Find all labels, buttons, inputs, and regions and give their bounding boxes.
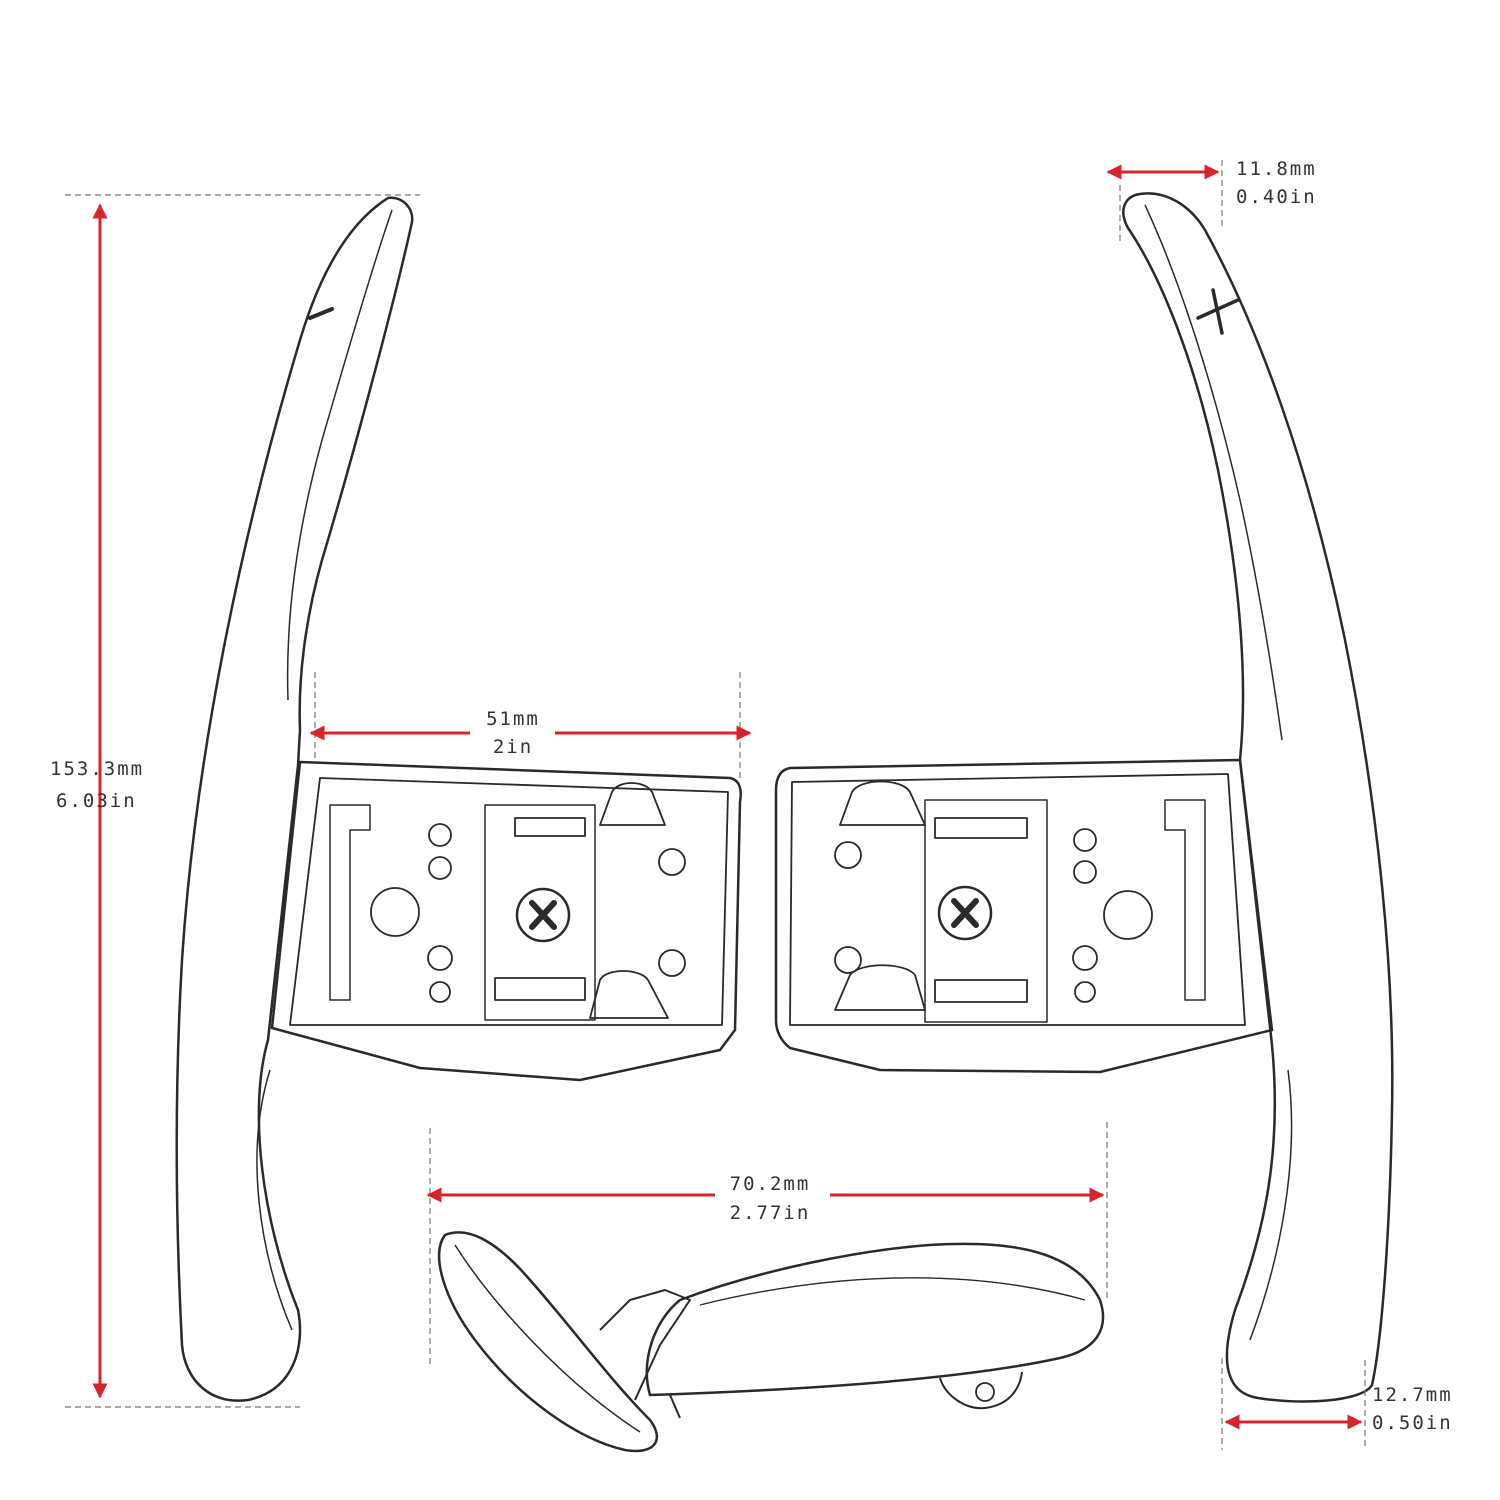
guide-lines <box>65 160 1366 1450</box>
right-mount-boss <box>1103 890 1153 940</box>
left-paddle-outline <box>175 196 414 1402</box>
left-mount-hole-2 <box>428 856 452 880</box>
dimension-arrows <box>92 164 1363 1430</box>
mount-width-label-in: 2in <box>492 736 534 758</box>
right-mount-hole-6 <box>1074 981 1096 1003</box>
right-mount-inner <box>789 773 1246 1026</box>
left-paddle <box>175 196 742 1402</box>
side-view-tab <box>939 1371 1023 1410</box>
side-view-paddle <box>437 1231 1105 1453</box>
right-mount-slot-bottom <box>934 979 1028 1003</box>
left-mount-inner <box>289 777 729 1026</box>
right-screw <box>937 885 993 941</box>
height-label-mm: 153.3mm <box>50 758 145 780</box>
right-paddle-ridge <box>1144 204 1283 741</box>
plus-mark <box>1196 288 1240 335</box>
right-mount-body <box>774 758 1274 1074</box>
left-mount-hole-6 <box>658 949 686 977</box>
side-view-tab-hole <box>975 1382 995 1402</box>
mount-width-label-mm: 51mm <box>486 708 540 730</box>
left-screw <box>515 887 571 943</box>
right-mount-bracket <box>1164 799 1206 1001</box>
right-paddle-outline <box>1122 192 1394 1403</box>
left-mount-slot-bottom <box>494 977 586 1001</box>
right-paddle-inner-edge <box>1249 1069 1293 1341</box>
right-mount-slot-top <box>934 817 1028 839</box>
tip-width-label-mm: 11.8mm <box>1236 158 1317 180</box>
right-mount-hole-1 <box>834 841 862 869</box>
right-mount-clip-top <box>839 780 926 826</box>
right-mount-hole-4 <box>1073 860 1097 884</box>
right-paddle <box>774 192 1394 1403</box>
left-paddle-ridge <box>286 209 393 701</box>
left-mount-body <box>270 760 742 1082</box>
left-mount-hole-3 <box>427 945 453 971</box>
right-mount-clip-bottom <box>834 964 926 1011</box>
left-mount-hole-4 <box>429 981 451 1003</box>
side-view-neck <box>599 1289 691 1401</box>
left-mount-channel <box>484 804 596 1021</box>
left-paddle-inner-edge <box>256 1069 293 1331</box>
right-mount-hole-5 <box>1072 945 1098 971</box>
left-mount-hole-1 <box>428 823 452 847</box>
foot-width-label-mm: 12.7mm <box>1372 1384 1453 1406</box>
left-mount-bracket <box>329 804 371 1001</box>
left-mount-clip-bottom <box>589 970 669 1019</box>
right-mount-channel <box>924 799 1048 1023</box>
side-view-front-plate <box>437 1231 659 1453</box>
side-length-label-mm: 70.2mm <box>729 1173 811 1195</box>
tip-width-label-in: 0.40in <box>1236 186 1317 208</box>
right-mount-hole-3 <box>1073 828 1097 852</box>
height-label-in: 6.03in <box>56 790 137 812</box>
left-mount-clip-top <box>599 782 666 826</box>
side-view-blade-edge <box>699 1277 1086 1306</box>
side-view-lower-lip <box>669 1394 681 1419</box>
side-view-front-edge <box>454 1244 641 1433</box>
minus-mark <box>308 307 334 320</box>
right-mount-hole-2 <box>834 946 862 974</box>
foot-width-label-in: 0.50in <box>1372 1412 1453 1434</box>
side-length-label-in: 2.77in <box>729 1202 811 1224</box>
left-mount-boss <box>370 887 420 937</box>
left-mount-hole-5 <box>658 848 686 876</box>
side-view-blade <box>645 1242 1105 1397</box>
left-mount-slot-top <box>514 817 586 837</box>
